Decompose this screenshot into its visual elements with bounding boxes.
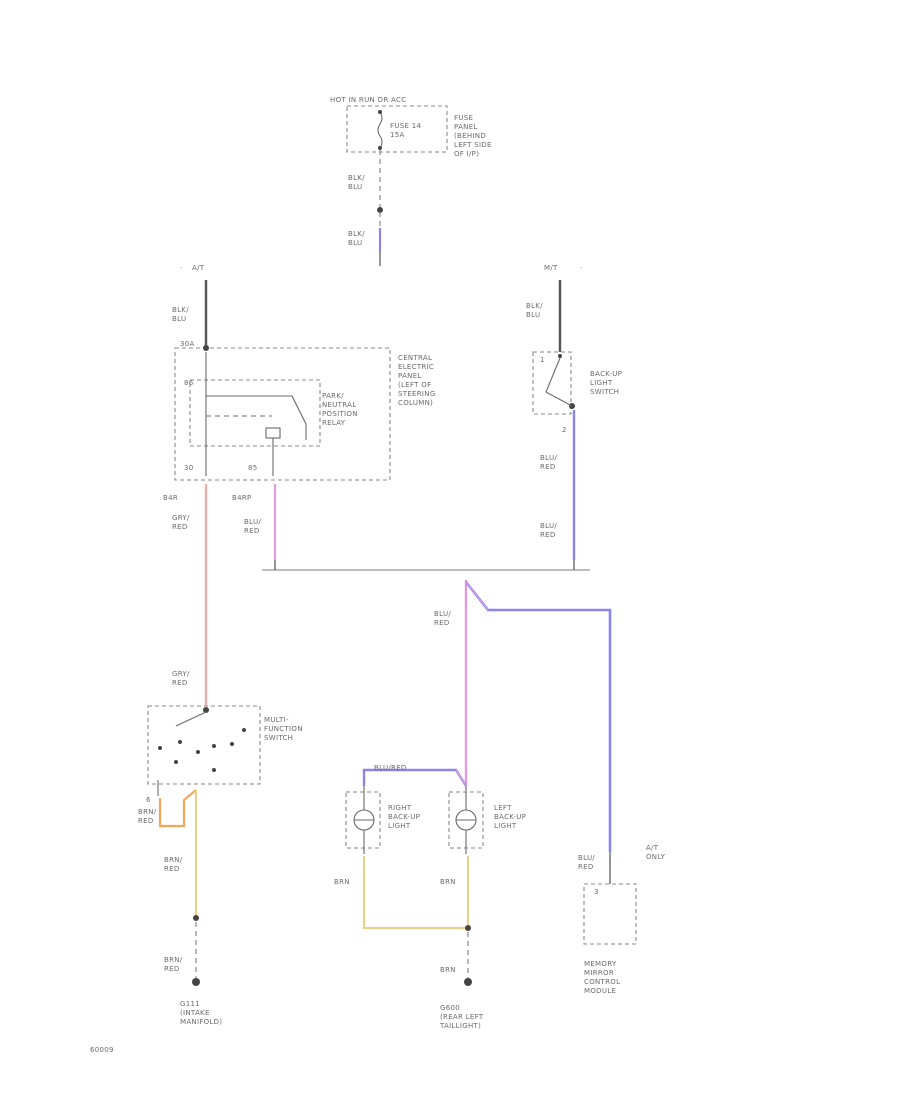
label-blk-blu-c: BLK/BLU <box>172 306 189 323</box>
pin-2: 2 <box>562 426 567 434</box>
svg-text:·: · <box>180 264 183 272</box>
pin-3: 3 <box>594 888 599 896</box>
pin-30a: 30A <box>180 340 195 348</box>
label-brn-c: BRN <box>440 966 456 974</box>
label-blu-red-b: BLU/RED <box>540 522 557 539</box>
label-gry-red-a: GRY/RED <box>172 514 190 531</box>
ground-g600 <box>464 978 472 986</box>
label-brn-b: BRN <box>440 878 456 886</box>
page-code: 60009 <box>90 1046 114 1054</box>
label-brn-red-c: BRN/RED <box>164 956 183 973</box>
label-blk-blu-a: BLK/BLU <box>348 174 365 191</box>
wire-yellow-lights <box>362 856 468 930</box>
splice-top <box>377 207 383 213</box>
label-at: A/T <box>192 264 205 272</box>
wire-blue-red-lights <box>362 768 468 787</box>
pin-85: 85 <box>248 464 258 472</box>
svg-text:·: · <box>580 264 583 272</box>
label-blu-red-f: BLU/RED <box>578 854 595 871</box>
label-mt: M/T <box>544 264 558 272</box>
label-blu-red-e: BLU/RED <box>374 764 407 772</box>
pin-86: 86 <box>184 379 194 387</box>
label-blu-red-a: BLU/RED <box>540 454 557 471</box>
label-brn-red-b: BRN/RED <box>164 856 183 873</box>
label-top-source: HOT IN RUN OR ACC <box>330 96 406 104</box>
label-b4rp: B4RP <box>232 494 252 502</box>
label-blk-blu-b: BLK/BLU <box>348 230 365 247</box>
pin-30: 30 <box>184 464 194 472</box>
label-brn-red-a: BRN/RED <box>138 808 157 825</box>
pin-1: 1 <box>540 356 545 364</box>
wire-blue-branch <box>464 581 612 852</box>
label-blu-red-d: BLU/RED <box>434 610 451 627</box>
ground-g111 <box>192 978 200 986</box>
pin-6: 6 <box>146 796 151 804</box>
label-blu-red-c: BLU/RED <box>244 518 261 535</box>
wire-orange <box>158 789 197 828</box>
label-blk-blu-d: BLK/BLU <box>526 302 543 319</box>
label-b4r: B4R <box>163 494 178 502</box>
label-gry-red-b: GRY/RED <box>172 670 190 687</box>
label-brn-a: BRN <box>334 878 350 886</box>
